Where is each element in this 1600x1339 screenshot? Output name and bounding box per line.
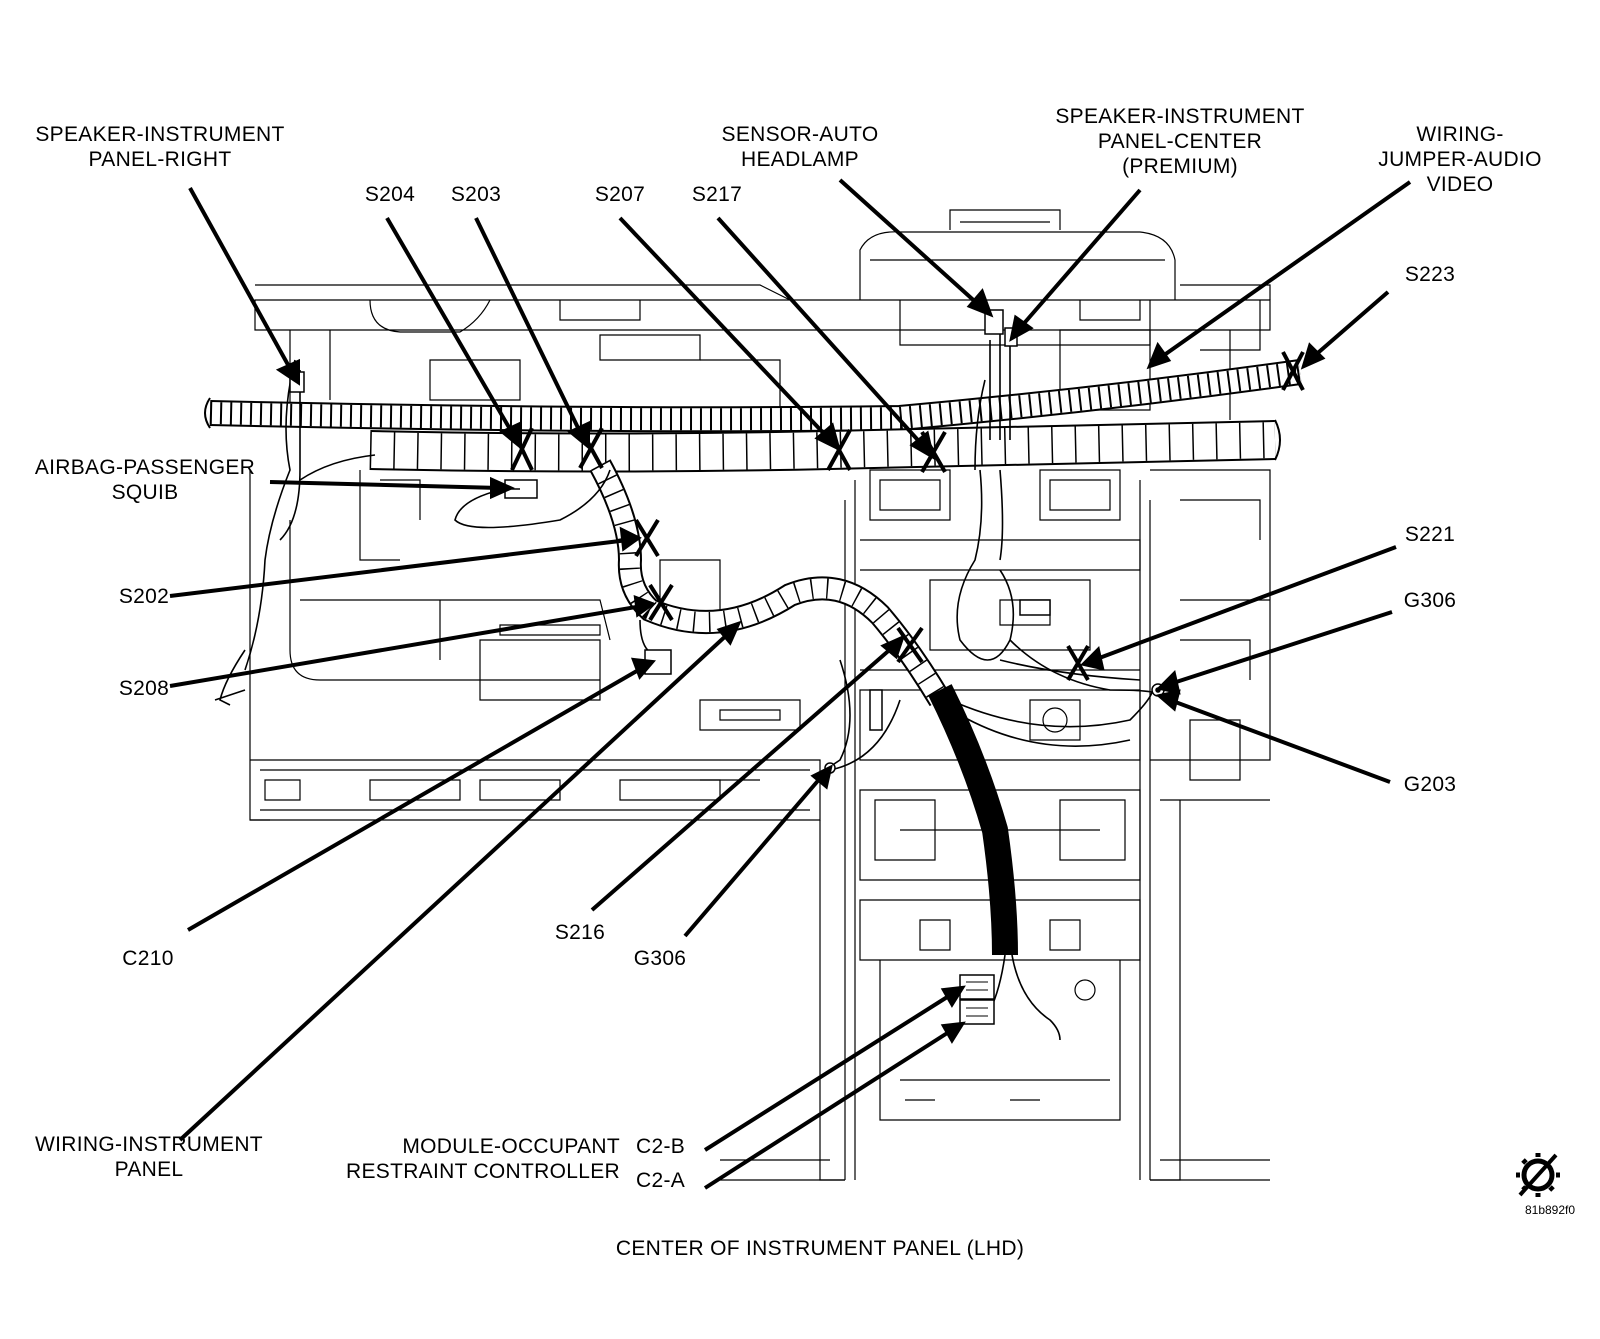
label-s202: S202	[118, 585, 170, 608]
label-s203: S203	[450, 183, 502, 206]
label-c210: C210	[122, 947, 174, 970]
label-g306-right: G306	[1403, 589, 1457, 612]
label-sensor-auto-headlamp: SENSOR-AUTO HEADLAMP	[721, 123, 879, 171]
splice-s202	[634, 518, 660, 558]
splice-s216	[896, 626, 924, 664]
label-c2a: C2-A	[636, 1169, 686, 1192]
label-s216: S216	[554, 921, 606, 944]
orc-connector-c2b	[959, 974, 995, 1000]
label-g203: G203	[1403, 773, 1457, 796]
label-s217: S217	[691, 183, 743, 206]
gear-icon	[1516, 1153, 1560, 1197]
auto-headlamp-sensor	[984, 309, 1004, 335]
label-s221: S221	[1404, 523, 1456, 546]
panel-structure	[249, 209, 1271, 1181]
figure-id: 81b892f0	[1524, 1203, 1576, 1217]
upper-harness	[204, 357, 1302, 433]
label-module-orc: MODULE-OCCUPANT RESTRAINT CONTROLLER	[346, 1135, 620, 1183]
label-s223: S223	[1404, 263, 1456, 286]
label-airbag-passenger-squib: AIRBAG-PASSENGER SQUIB	[34, 456, 256, 504]
leader-lines	[169, 178, 1412, 1190]
splice-s221	[1066, 644, 1090, 682]
label-s204: S204	[364, 183, 416, 206]
wires	[214, 330, 1153, 1041]
label-wiring-jumper-av: WIRING- JUMPER-AUDIO VIDEO	[1378, 123, 1542, 196]
label-wiring-ip: WIRING-INSTRUMENT PANEL	[35, 1133, 263, 1181]
label-c2b: C2-B	[636, 1135, 686, 1158]
label-g306-bottom: G306	[633, 947, 687, 970]
orc-connector-c2a	[959, 999, 995, 1025]
label-speaker-ip-center: SPEAKER-INSTRUMENT PANEL-CENTER (PREMIUM…	[1055, 105, 1305, 178]
diagram-caption: CENTER OF INSTRUMENT PANEL (LHD)	[615, 1237, 1025, 1260]
lower-harness	[369, 419, 1281, 473]
splice-s208	[648, 583, 674, 622]
branch-harness	[589, 459, 951, 707]
mesh-harness	[928, 684, 1018, 956]
label-s207: S207	[594, 183, 646, 206]
label-speaker-ip-right: SPEAKER-INSTRUMENT PANEL-RIGHT	[35, 123, 285, 171]
splice-s223	[1281, 351, 1305, 391]
label-s208: S208	[118, 677, 170, 700]
